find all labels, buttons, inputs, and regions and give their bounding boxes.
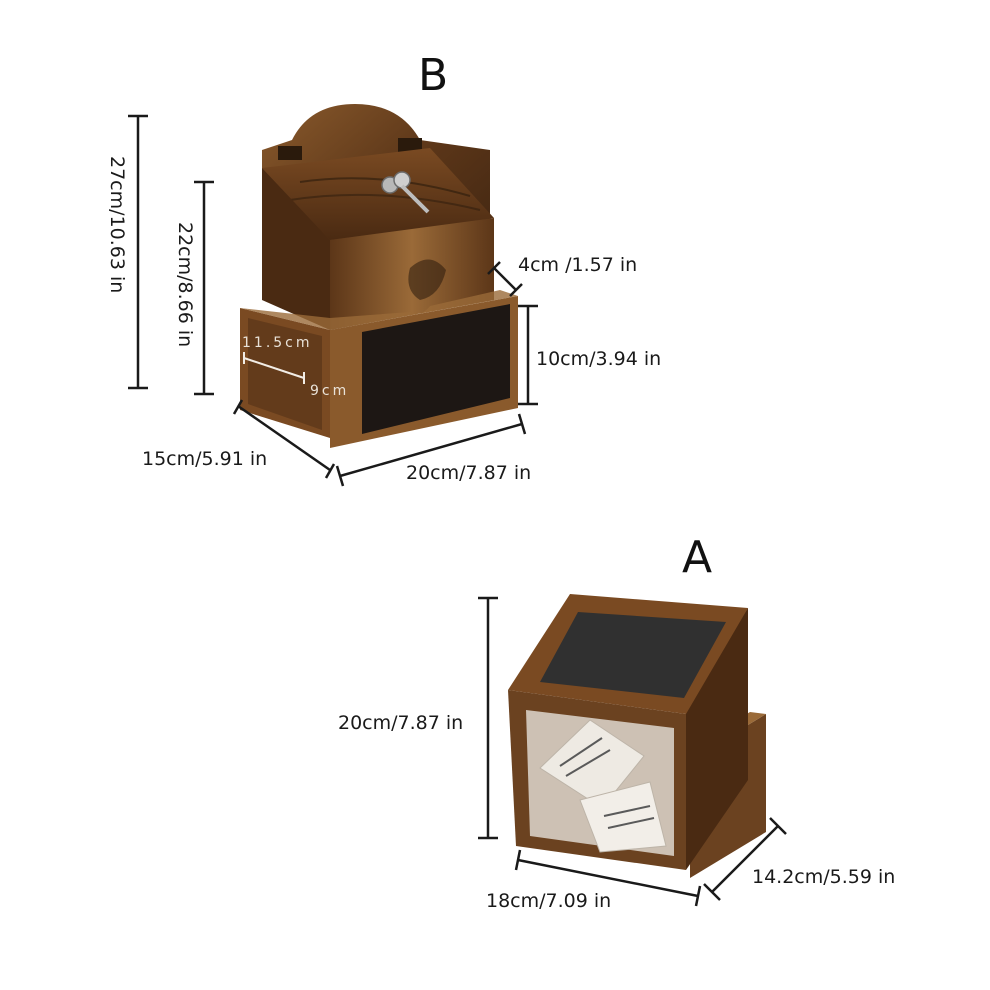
product-a-depth-label: 14.2cm/5.59 in bbox=[752, 866, 896, 888]
product-b-upper-side bbox=[262, 168, 330, 330]
product-b-top-depth-label: 4cm /1.57 in bbox=[518, 254, 638, 276]
product-b-inner-height-label: 9cm bbox=[310, 383, 350, 399]
product-a-label: A bbox=[682, 532, 713, 583]
product-b-inner-width-label: 11.5cm bbox=[242, 335, 313, 351]
keys-icon bbox=[381, 171, 430, 214]
product-b-lid bbox=[262, 148, 494, 240]
product-b-body-height-label: 22cm/8.66 in bbox=[174, 222, 196, 348]
product-b-box bbox=[240, 104, 518, 448]
product-a-dimension-lines bbox=[478, 596, 787, 907]
product-a-box bbox=[508, 594, 766, 878]
product-a-height-label: 20cm/7.87 in bbox=[338, 712, 464, 734]
product-b-total-height-label: 27cm/10.63 in bbox=[106, 156, 128, 294]
product-b-label: B bbox=[418, 50, 449, 101]
product-a-body-side bbox=[686, 608, 748, 870]
product-a-width-label: 18cm/7.09 in bbox=[486, 890, 612, 912]
product-b-dimension-lines bbox=[128, 114, 538, 487]
hinge-right bbox=[398, 138, 422, 152]
product-b-black-panel bbox=[362, 304, 510, 434]
product-b-width-label: 20cm/7.87 in bbox=[406, 462, 532, 484]
product-b-front-height-label: 10cm/3.94 in bbox=[536, 348, 662, 370]
hinge-left bbox=[278, 146, 302, 160]
product-a-chalkboard bbox=[540, 612, 726, 698]
product-b-side-depth-label: 15cm/5.91 in bbox=[142, 448, 268, 470]
